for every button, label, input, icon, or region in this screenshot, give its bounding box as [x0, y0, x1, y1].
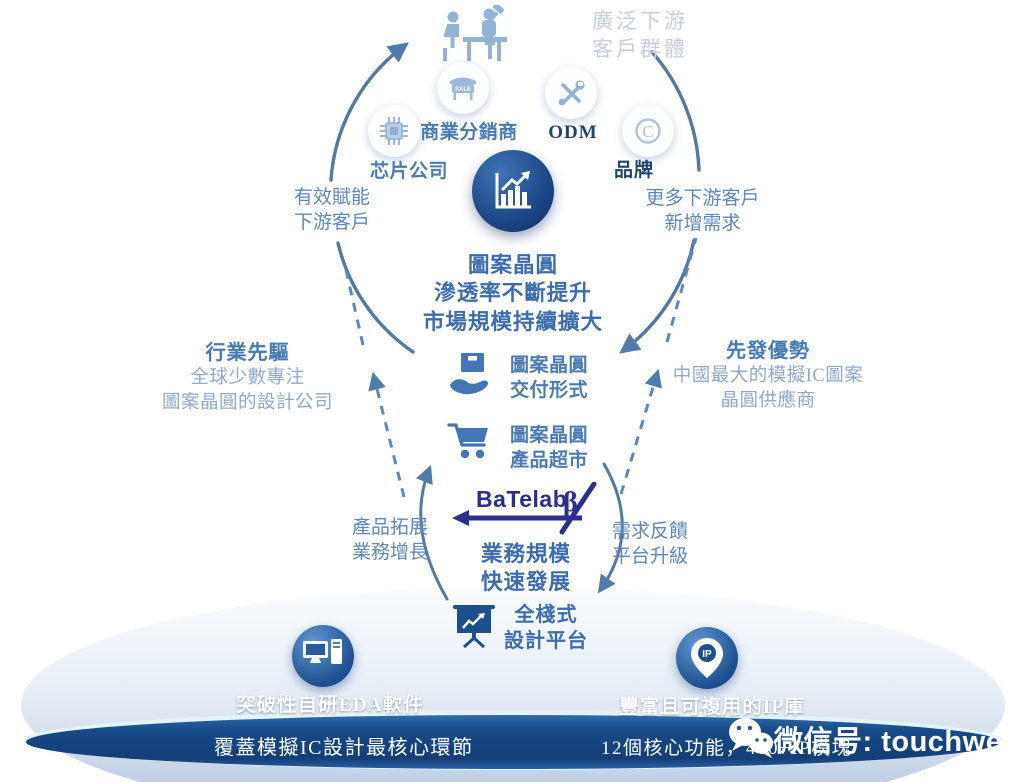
advantage-line: 晶圓供應商 — [720, 390, 816, 411]
inner-right-down-arrow — [597, 462, 624, 594]
banner-right-text: 12個核心功能，400+IP模塊 — [601, 738, 853, 759]
left-dashed-lower — [368, 371, 406, 498]
pioneer-block: 行業先驅 全球少數專注 圖案晶圓的設計公司 — [155, 340, 340, 415]
label-line: 更多下游客戶 — [645, 188, 760, 209]
wechat-icon — [729, 718, 773, 758]
label-odm: ODM — [548, 122, 598, 143]
label-line: 全棧式 — [514, 604, 578, 626]
label-line: 客戶群體 — [592, 36, 688, 61]
label-business-scale: 業務規模 快速發展 — [461, 540, 591, 597]
ip-pin-text: IP — [702, 649, 712, 660]
batelab-logo: BaTelab β — [452, 482, 597, 535]
computer-icon — [303, 639, 342, 664]
label-line: 新增需求 — [664, 213, 741, 235]
sale-text: SALE — [455, 87, 471, 93]
label-line: 快速發展 — [480, 570, 571, 595]
label-line: 產品拓展 — [351, 517, 428, 538]
label-fullstack-platform: 全棧式 設計平台 — [491, 602, 601, 655]
presentation-board-icon — [453, 605, 495, 648]
headline-line: 市場規模持續擴大 — [422, 309, 603, 334]
label-line: 下游客戶 — [293, 212, 370, 234]
banner-left-text: 覆蓋模擬IC設計最核心環節 — [214, 737, 474, 759]
chip-icon — [380, 117, 408, 145]
advantage-title: 先發優勢 — [726, 340, 810, 362]
inner-left-up-arrow — [415, 464, 449, 601]
label-line: 設計平台 — [504, 630, 588, 653]
left-outer-arc-lower — [336, 241, 415, 354]
right-dashed-lower — [619, 368, 662, 495]
label-chip-company: 芯片公司 — [369, 161, 448, 182]
ip-pin-icon: IP — [691, 638, 723, 678]
watermark-text: 微信号: touchweb — [774, 726, 1021, 758]
label-product-expansion: 產品拓展 業務增長 — [335, 515, 445, 565]
label-line: 交付形式 — [509, 380, 588, 402]
pioneer-line: 全球少數專注 — [190, 368, 305, 389]
logo-wordmark: BaTelab — [476, 486, 567, 512]
copyright-icon: C — [635, 118, 661, 144]
label-audience: 廣泛下游 客戶群體 — [580, 8, 700, 63]
right-dashed-upper — [665, 237, 698, 343]
sale-booth-icon: SALE — [450, 77, 476, 100]
label-line: 業務增長 — [351, 542, 428, 564]
label-delivery: 圖案晶圓 交付形式 — [503, 353, 595, 403]
center-headline: 圖案晶圓 滲透率不斷提升 市場規模持續擴大 — [393, 251, 633, 336]
label-line: 產品超市 — [509, 450, 588, 472]
label-line: 圖案晶圓 — [509, 425, 588, 446]
label-line: 需求反饋 — [611, 521, 688, 542]
label-line: 廣泛下游 — [592, 9, 688, 33]
label-demand-feedback: 需求反饋 平台升級 — [595, 519, 705, 569]
advantage-line: 中國最大的模擬IC圖案 — [672, 366, 864, 387]
label-empower-downstream: 有效賦能 下游客戶 — [272, 185, 392, 235]
pioneer-line: 圖案晶圓的設計公司 — [161, 392, 333, 413]
headline-line: 滲透率不斷提升 — [434, 281, 592, 306]
tools-icon — [558, 80, 585, 106]
label-ip-library: 豐富且可複用的IP庫 — [619, 697, 805, 718]
odm-bubble — [545, 67, 597, 119]
right-outer-arc-upper — [650, 50, 701, 172]
headline-line: 圖案晶圓 — [467, 253, 558, 277]
advantage-block: 先發優勢 中國最大的模擬IC圖案 晶圓供應商 — [670, 338, 866, 413]
left-dashed-upper — [344, 269, 365, 346]
label-supermarket: 圖案晶圓 產品超市 — [503, 423, 595, 473]
delivery-hand-icon — [450, 353, 489, 395]
growth-chart-icon — [495, 171, 531, 209]
logo-slash — [559, 482, 597, 535]
label-brand: 品牌 — [613, 160, 654, 181]
label-distributor: 商業分銷商 — [420, 122, 518, 143]
label-line: 圖案晶圓 — [509, 355, 588, 376]
label-eda-software: 突破性自研EDA軟件 — [236, 695, 424, 716]
left-outer-arc-upper — [329, 42, 409, 182]
brand-bubble: C — [622, 105, 674, 157]
label-line: 有效賦能 — [293, 187, 370, 208]
eda-circle — [292, 625, 354, 687]
right-outer-arc-lower — [619, 238, 696, 354]
label-line: 業務規模 — [480, 542, 571, 566]
chip-bubble — [368, 105, 420, 157]
pioneer-title: 行業先驅 — [205, 342, 290, 364]
logo-arrow-head — [452, 510, 469, 526]
distributor-bubble: SALE — [437, 62, 489, 114]
copyright-glyph: C — [642, 122, 653, 141]
customers-at-desk-icon — [443, 5, 507, 61]
label-line: 平台升級 — [611, 546, 688, 568]
growth-circle — [472, 150, 554, 232]
label-new-demand: 更多下游客戶 新增需求 — [630, 186, 775, 236]
shopping-cart-icon — [447, 423, 488, 459]
ip-circle: IP — [676, 627, 738, 689]
